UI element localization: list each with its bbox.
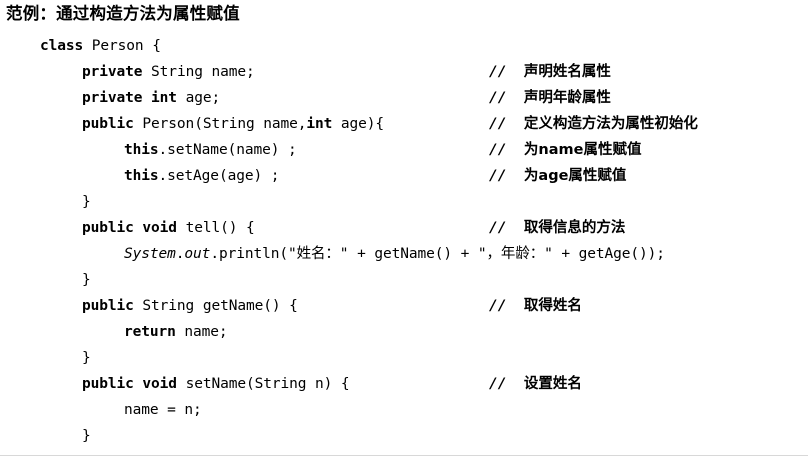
- code-token-keyword: return: [124, 324, 176, 340]
- code-token-plain: }: [82, 194, 91, 210]
- code-token-plain: }: [82, 272, 91, 288]
- code-token-plain: name = n;: [124, 402, 202, 418]
- code-line: public void setName(String n) { // 设置姓名: [0, 371, 808, 397]
- code-comment: // 声明年龄属性: [489, 85, 611, 111]
- code-token-italic: out: [184, 246, 211, 262]
- code-line: this.setAge(age) ; // 为age属性赋值: [0, 163, 808, 189]
- code-token-plain: .println("姓名：" + getName() + "，年龄：" + ge…: [210, 246, 665, 262]
- code-token-keyword: public: [82, 116, 134, 132]
- comment-text: 为age属性赋值: [523, 168, 627, 184]
- code-line-text: System.out.println("姓名：" + getName() + "…: [124, 241, 665, 267]
- code-line: public void tell() { // 取得信息的方法: [0, 215, 808, 241]
- code-comment: // 为name属性赋值: [489, 137, 641, 163]
- code-line: }: [0, 189, 808, 215]
- code-comment: // 取得姓名: [489, 293, 582, 319]
- comment-slashes: //: [489, 64, 524, 80]
- comment-text: 取得姓名: [523, 298, 582, 314]
- code-line-text: }: [82, 267, 91, 293]
- comment-text: 设置姓名: [523, 376, 582, 392]
- code-line: }: [0, 267, 808, 293]
- code-token-keyword: public void: [82, 376, 177, 392]
- code-token-keyword: this: [124, 168, 159, 184]
- code-token-italic: System: [124, 246, 176, 262]
- page-title-text: 通过构造方法为属性赋值: [56, 4, 240, 23]
- page-title: 范例：通过构造方法为属性赋值: [6, 2, 240, 26]
- comment-slashes: //: [489, 116, 524, 132]
- code-line: public Person(String name,int age){ // 定义…: [0, 111, 808, 137]
- comment-text: 声明姓名属性: [523, 64, 611, 80]
- code-token-keyword: class: [40, 38, 84, 54]
- code-line-text: private int age;: [82, 85, 220, 111]
- code-line: private int age; // 声明年龄属性: [0, 85, 808, 111]
- code-token-plain: .setAge(age) ;: [158, 168, 280, 184]
- code-token-plain: String name;: [142, 64, 255, 80]
- code-line-text: }: [82, 345, 91, 371]
- code-token-plain: tell() {: [176, 220, 255, 236]
- code-token-keyword: public void: [82, 220, 177, 236]
- code-comment: // 声明姓名属性: [489, 59, 611, 85]
- code-line: this.setName(name) ; // 为name属性赋值: [0, 137, 808, 163]
- code-token-keyword: this: [124, 142, 159, 158]
- code-token-plain: setName(String n) {: [176, 376, 350, 392]
- code-token-plain: name;: [175, 324, 228, 340]
- horizontal-divider: [0, 455, 808, 456]
- code-token-plain: Person(String name,: [133, 116, 307, 132]
- code-line-text: class Person {: [40, 33, 161, 59]
- code-line: public String getName() { // 取得姓名: [0, 293, 808, 319]
- code-token-plain: age;: [176, 90, 221, 106]
- code-line: return name;: [0, 319, 808, 345]
- code-line-text: return name;: [124, 319, 228, 345]
- code-token-plain: }: [82, 350, 91, 366]
- code-token-plain: String getName() {: [133, 298, 298, 314]
- comment-slashes: //: [489, 220, 524, 236]
- comment-slashes: //: [489, 168, 524, 184]
- code-listing: class Person {private String name;// 声明姓…: [0, 33, 808, 449]
- code-token-plain: Person {: [83, 38, 161, 54]
- code-comment: // 为age属性赋值: [489, 163, 626, 189]
- code-token-keyword: private int: [82, 90, 177, 106]
- page-title-label: 范例：: [6, 4, 57, 23]
- code-token-plain: .setName(name) ;: [158, 142, 297, 158]
- code-comment: // 取得信息的方法: [489, 215, 625, 241]
- code-token-keyword: public: [82, 298, 134, 314]
- code-line: name = n;: [0, 397, 808, 423]
- code-token-keyword: private: [82, 64, 143, 80]
- comment-slashes: //: [489, 298, 524, 314]
- comment-slashes: //: [489, 142, 524, 158]
- comment-text: 定义构造方法为属性初始化: [523, 116, 698, 132]
- code-comment: // 设置姓名: [489, 371, 582, 397]
- code-line-text: public void tell() {: [82, 215, 255, 241]
- code-line-text: public Person(String name,int age){: [82, 111, 384, 137]
- code-line-text: }: [82, 189, 91, 215]
- code-line: class Person {: [0, 33, 808, 59]
- code-line-text: }: [82, 423, 91, 449]
- code-line-text: this.setName(name) ;: [124, 137, 297, 163]
- comment-text: 取得信息的方法: [523, 220, 626, 236]
- code-line: private String name; // 声明姓名属性: [0, 59, 808, 85]
- code-line: System.out.println("姓名：" + getName() + "…: [0, 241, 808, 267]
- comment-slashes: //: [489, 90, 524, 106]
- comment-slashes: //: [489, 376, 524, 392]
- code-line: }: [0, 423, 808, 449]
- code-token-plain: }: [82, 428, 91, 444]
- code-token-plain: age){: [332, 116, 385, 132]
- code-line-text: name = n;: [124, 397, 202, 423]
- code-line-text: public void setName(String n) {: [82, 371, 350, 397]
- code-token-plain: .: [175, 246, 185, 262]
- code-line-text: this.setAge(age) ;: [124, 163, 279, 189]
- code-line-text: public String getName() {: [82, 293, 298, 319]
- code-token-keyword: int: [306, 116, 333, 132]
- code-comment: // 定义构造方法为属性初始化: [489, 111, 698, 137]
- comment-text: 为name属性赋值: [523, 142, 642, 158]
- code-line-text: private String name;: [82, 59, 255, 85]
- code-line: }: [0, 345, 808, 371]
- comment-text: 声明年龄属性: [523, 90, 611, 106]
